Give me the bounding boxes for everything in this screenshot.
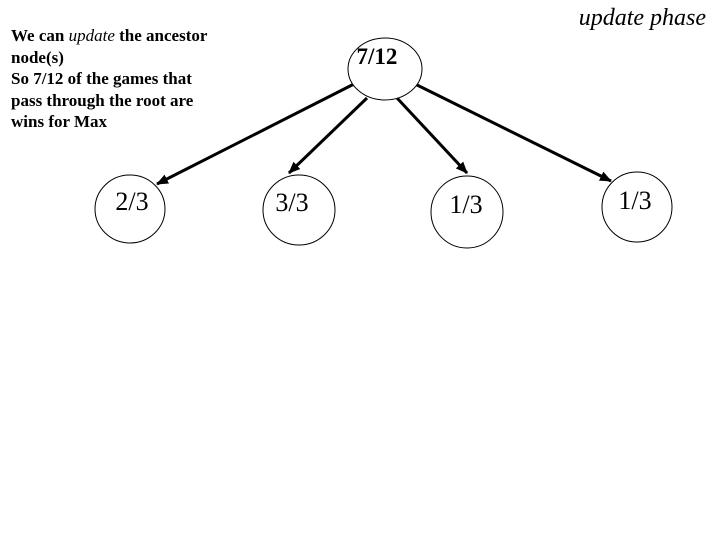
note-line: node(s)	[11, 47, 246, 69]
note-line: pass through the root are	[11, 90, 246, 112]
tree-node-child-1: 2/3	[94, 174, 166, 244]
tree-edge-root-to-child-1	[156, 82, 355, 186]
note-line: So 7/12 of the games that	[11, 68, 246, 90]
note-segment: We can	[11, 26, 69, 45]
tree-node-child-2: 3/3	[262, 174, 336, 246]
note-segment: node(s)	[11, 47, 64, 67]
note-segment: pass through the root are	[11, 90, 194, 110]
note-segment: the ancestor	[114, 26, 208, 45]
tree-node-root: 7/12	[347, 37, 423, 101]
tree-node-circle	[347, 37, 423, 101]
tree-edge-root-to-child-2	[287, 96, 369, 175]
tree-node-circle	[94, 174, 166, 244]
tree-node-label: 1/3	[449, 190, 482, 219]
tree-node-label: 2/3	[115, 187, 148, 216]
tree-node-circle	[430, 175, 504, 249]
note-segment: wins for Max	[11, 112, 108, 131]
tree-node-circle	[601, 171, 673, 243]
tree-node-child-4: 1/3	[601, 171, 673, 243]
tree-node-label: 7/12	[357, 44, 398, 69]
note-segment: So 7/12 of the games that	[11, 69, 192, 88]
note-line: We can update the ancestor	[11, 25, 246, 47]
slide-title: update phase	[578, 5, 706, 31]
note-segment: update	[68, 26, 115, 45]
tree-edge-root-to-child-3	[395, 96, 469, 175]
tree-node-circle	[262, 174, 336, 246]
tree-node-label: 1/3	[618, 186, 651, 215]
tree-node-label: 3/3	[275, 188, 308, 217]
tree-node-child-3: 1/3	[430, 175, 504, 249]
note-line: wins for Max	[11, 111, 246, 133]
tree-edge-root-to-child-4	[412, 81, 612, 183]
